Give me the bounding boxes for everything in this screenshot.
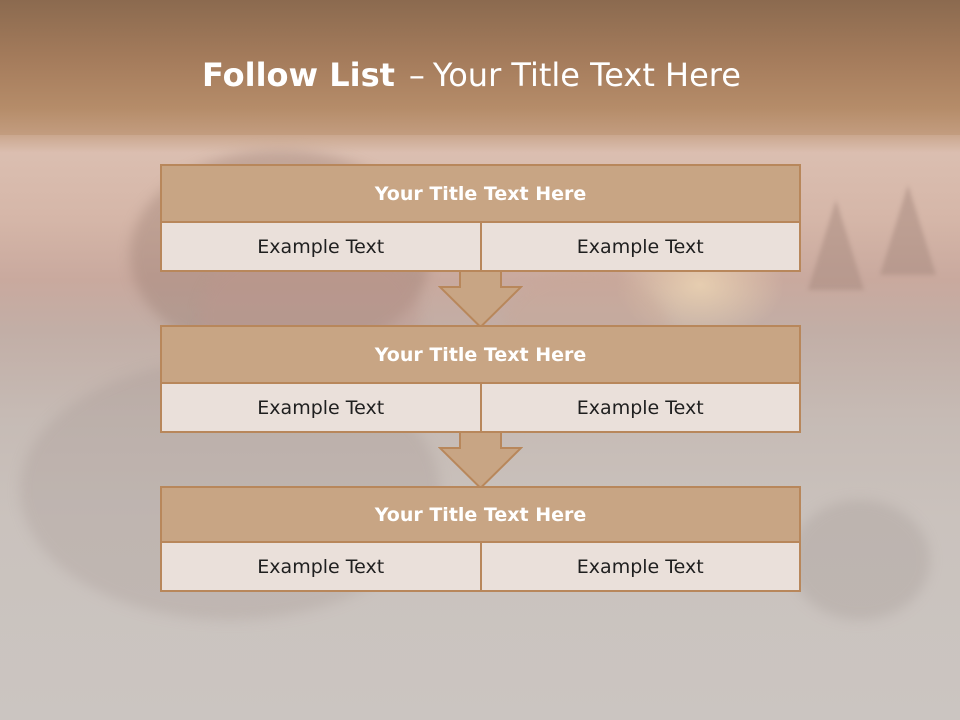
flow-block-row: Example Text Example Text [162, 384, 799, 431]
flow-block-row: Example Text Example Text [162, 223, 799, 270]
slide-title-rest: Your Title Text Here [432, 56, 741, 94]
flow-block-cell-right: Example Text [479, 543, 799, 590]
background-tree [880, 185, 936, 275]
slide-title-bold: Follow List [202, 56, 395, 94]
flow-block-cell-left: Example Text [162, 543, 480, 590]
flow-block-title: Your Title Text Here [162, 166, 799, 223]
background-tree [808, 200, 864, 290]
flow-block-cell-left: Example Text [162, 223, 480, 270]
flow-block-3: Your Title Text Here Example Text Exampl… [160, 486, 801, 592]
flow-block-title: Your Title Text Here [162, 488, 799, 543]
flow-block-cell-right: Example Text [479, 384, 799, 431]
flow-block-1: Your Title Text Here Example Text Exampl… [160, 164, 801, 272]
header-band [0, 0, 960, 153]
down-arrow-icon [438, 270, 523, 328]
flow-block-cell-right: Example Text [479, 223, 799, 270]
slide-title: Follow List–Your Title Text Here [0, 52, 943, 98]
background-mug-shape [790, 500, 930, 620]
flow-block-cell-left: Example Text [162, 384, 480, 431]
flow-block-row: Example Text Example Text [162, 543, 799, 590]
down-arrow-icon [438, 431, 523, 489]
flow-block-title: Your Title Text Here [162, 327, 799, 384]
slide-title-dash: – [408, 56, 425, 94]
flow-block-2: Your Title Text Here Example Text Exampl… [160, 325, 801, 433]
